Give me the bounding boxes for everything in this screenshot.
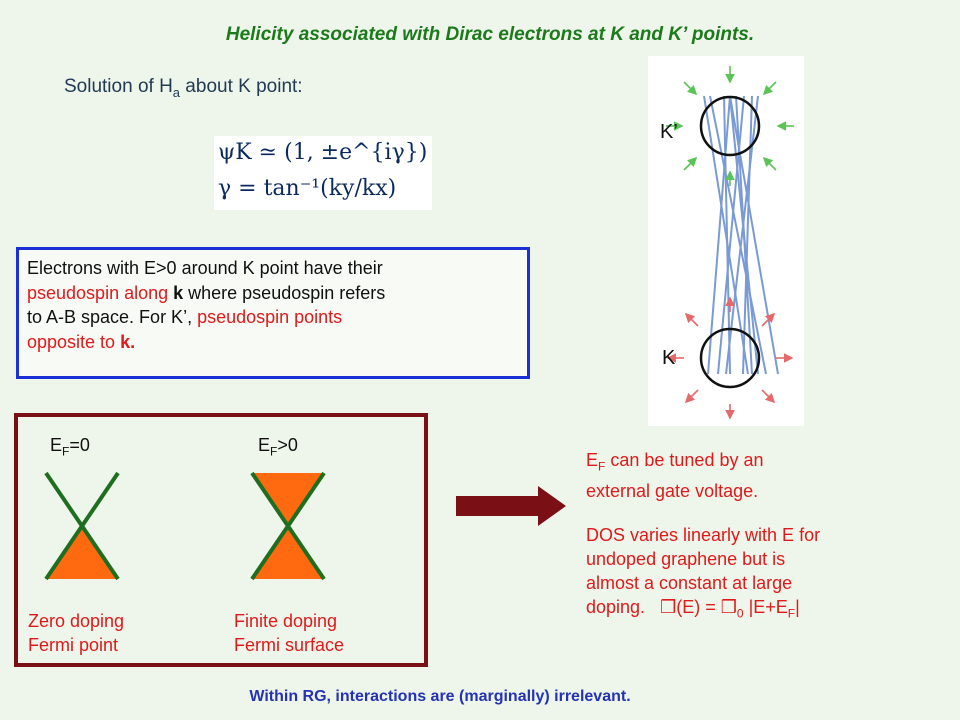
pseudospin-line-2: pseudospin along k where pseudospin refe… bbox=[27, 281, 521, 306]
pseudospin-line-4a: opposite to bbox=[27, 331, 121, 352]
pseudospin-line-4: opposite to k. bbox=[27, 330, 521, 355]
finite-doping-fill-top bbox=[252, 473, 324, 525]
ef-positive-label: EF>0 bbox=[258, 435, 298, 459]
ef-pos-rest: >0 bbox=[277, 435, 298, 455]
finite-doping-cone-line-b bbox=[250, 471, 326, 581]
pseudospin-line-3a: to A-B space. For K’, bbox=[27, 307, 198, 327]
pseudospin-line-3: to A-B space. For K’, pseudospin points bbox=[27, 305, 521, 330]
ef-zero-e: E bbox=[50, 435, 63, 455]
right-arrow-icon bbox=[456, 486, 566, 526]
ef-zero-label: EF=0 bbox=[50, 435, 90, 459]
outward-arrows bbox=[666, 296, 794, 420]
ef-zero-rest: =0 bbox=[69, 435, 90, 455]
equation-line-gamma: γ = tan⁻¹(ky/kx) bbox=[218, 176, 397, 201]
pseudospin-line-2b: where pseudospin refers bbox=[183, 282, 386, 303]
right-line-3: DOS varies linearly with E for bbox=[586, 524, 821, 545]
pseudospin-k-bold: k bbox=[173, 282, 184, 303]
right-line-6-c: |E+E bbox=[743, 596, 788, 617]
rg-statement: Within RG, interactions are (marginally)… bbox=[249, 688, 631, 705]
right-line-1-e: E bbox=[586, 450, 599, 470]
solution-suffix: about K point: bbox=[180, 76, 303, 97]
right-line-6-b: (E) = bbox=[676, 596, 721, 617]
k-label: K bbox=[662, 347, 676, 369]
k-ring bbox=[699, 327, 761, 389]
right-line-6-sub2: F bbox=[787, 606, 796, 621]
ef-zero-sub: F bbox=[62, 444, 70, 459]
pseudospin-line-1: Electrons with E>0 around K point have t… bbox=[27, 258, 383, 278]
zero-doping-text: Zero doping bbox=[28, 611, 125, 631]
zero-doping-fill bbox=[46, 525, 118, 579]
gate-voltage-text: EF can be tuned by an external gate volt… bbox=[586, 448, 946, 625]
slide-title: Helicity associated with Dirac electrons… bbox=[225, 24, 755, 45]
fermi-point-text: Fermi point bbox=[28, 635, 119, 655]
ef-pos-sub: F bbox=[270, 444, 278, 459]
right-line-6-sub: 0 bbox=[736, 606, 744, 621]
doping-box: EF=0 EF>0 Zero doping Fermi point Finite… bbox=[14, 413, 428, 667]
cone-lines bbox=[703, 95, 779, 375]
k-prime-ring bbox=[699, 95, 761, 157]
finite-doping-fill-bottom bbox=[252, 525, 324, 579]
right-line-2: external gate voltage. bbox=[586, 480, 759, 501]
right-line-1: EF can be tuned by an bbox=[586, 448, 946, 479]
dirac-cones-svg bbox=[44, 471, 326, 581]
rho-zero-symbol-icon: ❒ bbox=[720, 596, 737, 617]
right-line-1-rest: can be tuned by an bbox=[605, 450, 764, 470]
rho-symbol-icon: ❒ bbox=[660, 596, 677, 617]
finite-doping-text: Finite doping bbox=[234, 611, 338, 631]
cone-svg: K’ K bbox=[660, 66, 794, 420]
k-prime-label: K’ bbox=[660, 121, 678, 143]
solution-subscript: a bbox=[172, 84, 181, 100]
right-line-1-sub: F bbox=[598, 459, 606, 474]
solution-heading: Solution of Ha about K point: bbox=[64, 76, 303, 100]
right-line-5: almost a constant at large bbox=[586, 572, 793, 593]
equation-line-psi: ψK ≃ (1, ±e^{iγ}) bbox=[218, 140, 428, 165]
fermi-surface-text: Fermi surface bbox=[234, 635, 345, 655]
finite-doping-caption: Finite doping Fermi surface bbox=[234, 609, 344, 657]
zero-doping-cone-line-b bbox=[44, 471, 120, 581]
helicity-cone-diagram: K’ K bbox=[648, 56, 804, 426]
right-line-6-doping: doping. bbox=[586, 596, 646, 617]
pseudospin-k-red: k. bbox=[120, 331, 136, 352]
inward-arrows bbox=[666, 66, 794, 186]
pseudospin-box: Electrons with E>0 around K point have t… bbox=[16, 247, 530, 379]
equation-image: ψK ≃ (1, ±e^{iγ}) γ = tan⁻¹(ky/kx) bbox=[214, 136, 432, 210]
solution-prefix: Solution of H bbox=[64, 76, 173, 97]
right-line-6-d: | bbox=[795, 596, 800, 617]
right-line-4: undoped graphene but is bbox=[586, 548, 786, 569]
zero-doping-caption: Zero doping Fermi point bbox=[28, 609, 124, 657]
right-line-6: doping. ❒(E) = ❒0 |E+EF| bbox=[586, 595, 946, 626]
pseudospin-line-2a: pseudospin along bbox=[27, 282, 174, 303]
pseudospin-line-3b: pseudospin points bbox=[197, 307, 343, 327]
ef-pos-e: E bbox=[258, 435, 271, 455]
